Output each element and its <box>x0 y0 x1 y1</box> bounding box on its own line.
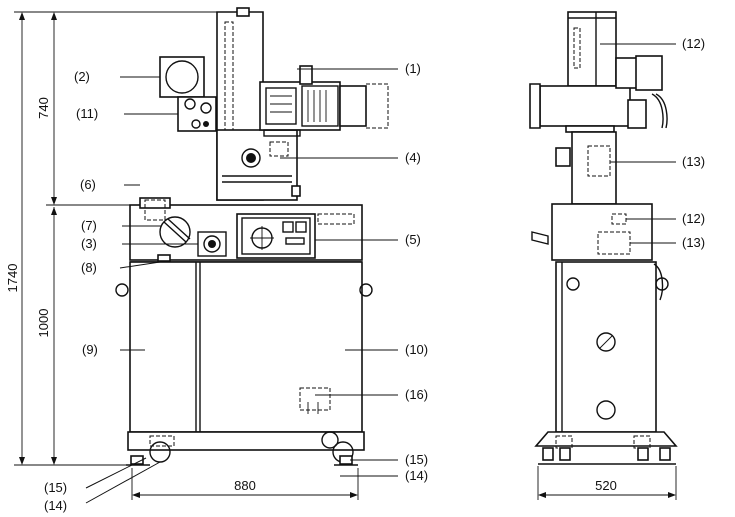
dim-side-width: 520 <box>595 478 617 493</box>
label-13-bottom: (13) <box>682 235 705 250</box>
label-6: (6) <box>80 177 96 192</box>
label-12-bottom: (12) <box>682 211 705 226</box>
dim-top-section: 740 <box>36 97 51 119</box>
label-2: (2) <box>74 69 90 84</box>
dim-front-width: 880 <box>234 478 256 493</box>
label-8: (8) <box>81 260 97 275</box>
label-3: (3) <box>81 236 97 251</box>
label-7: (7) <box>81 218 97 233</box>
vertical-dimensions <box>14 11 220 466</box>
label-13-top: (13) <box>682 154 705 169</box>
label-11: (11) <box>76 106 98 121</box>
dim-overall-height: 1740 <box>5 264 20 293</box>
dim-bottom-section: 1000 <box>36 309 51 338</box>
front-view <box>115 7 389 466</box>
label-5: (5) <box>405 232 421 247</box>
label-15-left: (15) <box>44 480 67 495</box>
label-1: (1) <box>405 61 421 76</box>
label-15-right: (15) <box>405 452 428 467</box>
label-10: (10) <box>405 342 428 357</box>
label-4: (4) <box>405 150 421 165</box>
label-14-left: (14) <box>44 498 67 513</box>
label-12-top: (12) <box>682 36 705 51</box>
front-leaders <box>85 68 398 504</box>
side-leaders <box>600 43 676 244</box>
label-14-right: (14) <box>405 468 428 483</box>
label-16: (16) <box>405 387 428 402</box>
front-width-dimension <box>131 468 359 500</box>
label-9: (9) <box>82 342 98 357</box>
side-width-dimension <box>537 466 677 500</box>
side-view <box>529 11 678 465</box>
